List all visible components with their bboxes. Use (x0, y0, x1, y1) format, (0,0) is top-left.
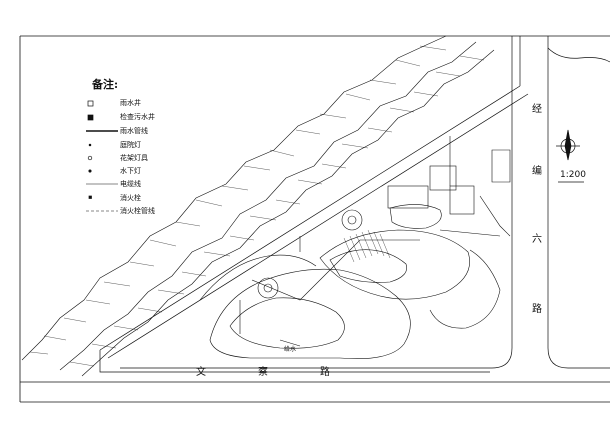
site-plan (199, 136, 511, 359)
access-road (99, 36, 529, 373)
legend-label: 雨水管线 (120, 127, 148, 135)
east-road-char: 路 (532, 304, 542, 315)
small-dot-icon (88, 143, 92, 147)
square-icon (87, 100, 94, 107)
south-road-char: 文 (196, 367, 206, 378)
filled-square-icon (87, 114, 94, 121)
east-road-char: 编 (532, 166, 542, 177)
site-tag: 给水 (284, 346, 297, 353)
south-road-char: 路 (320, 367, 330, 378)
scale-label: 1:200 (560, 170, 586, 180)
legend-label: 水下灯 (120, 167, 141, 175)
legend-label: 庭院灯 (120, 141, 141, 149)
legend-label: 检查污水井 (120, 113, 155, 121)
legend-label: 电缆线 (120, 180, 141, 188)
legend-label: 花架灯具 (120, 154, 148, 162)
legend-label: 消火栓管线 (120, 207, 155, 215)
east-road-char: 经 (532, 104, 542, 115)
hydrant-icon (88, 195, 92, 199)
dot-icon (88, 169, 92, 173)
legend-label: 消火栓 (120, 194, 141, 202)
legend-label: 雨水井 (120, 99, 141, 107)
legend-title: 备注: (92, 78, 119, 91)
south-road-char: 察 (258, 367, 268, 378)
circle-icon (87, 155, 93, 161)
legend-symbols (86, 100, 118, 212)
east-road-char: 六 (532, 234, 542, 245)
river-band (21, 35, 495, 377)
north-arrow-icon (556, 129, 580, 161)
east-road (120, 36, 610, 369)
